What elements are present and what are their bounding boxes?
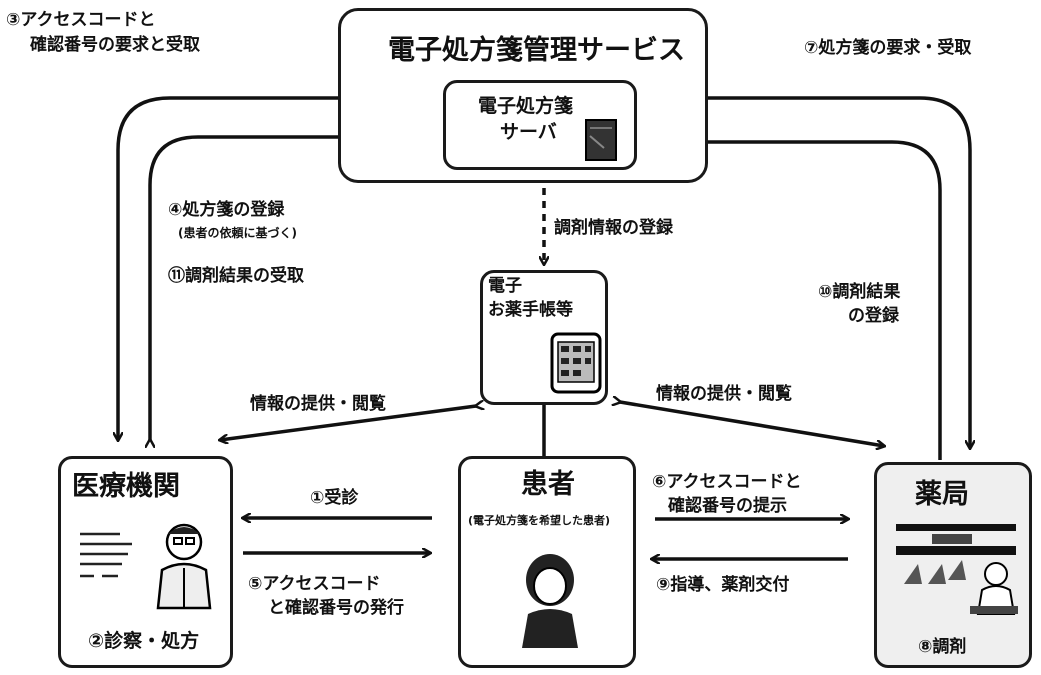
- clinic-caption: ②診察・処方: [88, 630, 200, 652]
- notebook-label-line1: 電子: [488, 276, 522, 296]
- clinic-title: 医療機関: [72, 471, 180, 502]
- server-icon: [585, 119, 617, 161]
- medical-institution-box: [58, 456, 233, 668]
- patient-title: 患者: [521, 469, 575, 500]
- label-access-code-request-line1: ③アクセスコードと: [6, 10, 156, 30]
- label-prescription-registration-line2: (患者の依頼に基づく): [178, 226, 297, 240]
- label-access-code-present-line2: 確認番号の提示: [668, 496, 787, 516]
- patient-illustration: [522, 554, 578, 648]
- arrow-info-right: [620, 402, 884, 446]
- patient-note: (電子処方箋を希望した患者): [468, 514, 611, 527]
- notebook-label-line2: お薬手帳等: [488, 300, 573, 320]
- server-label-line2: サーバ: [500, 121, 557, 143]
- label-dispensing-info-registration: 調剤情報の登録: [554, 218, 673, 238]
- smartphone-icon: [550, 332, 602, 394]
- pharmacy-counter-illustration: [896, 524, 1018, 615]
- label-access-code-issue-line2: と確認番号の発行: [268, 598, 404, 618]
- label-dispensing-result-register-line1: ⑩調剤結果: [818, 282, 901, 302]
- pharmacy-box: [874, 462, 1032, 668]
- label-guidance-drug-delivery: ⑨指導、薬剤交付: [656, 575, 790, 595]
- arrow-clinic-to-server: [150, 137, 437, 440]
- label-info-provide-right: 情報の提供・閲覧: [656, 384, 792, 404]
- label-access-code-request-line2: 確認番号の要求と受取: [30, 35, 200, 55]
- label-consultation: ①受診: [310, 488, 359, 508]
- pharmacy-caption: ⑧調剤: [918, 637, 967, 657]
- label-dispensing-result-register-line2: の登録: [848, 306, 899, 326]
- label-dispensing-result-receive: ⑪調剤結果の受取: [168, 266, 304, 286]
- service-title: 電子処方箋管理サービス: [388, 35, 685, 66]
- server-label-line1: 電子処方箋: [478, 95, 574, 117]
- label-info-provide-left: 情報の提供・閲覧: [250, 394, 386, 414]
- label-access-code-present-line1: ⑥アクセスコードと: [652, 472, 802, 492]
- label-prescription-registration-line1: ④処方箋の登録: [168, 200, 285, 220]
- label-access-code-issue-line1: ⑤アクセスコード: [248, 574, 381, 594]
- doctor-illustration: [80, 523, 212, 610]
- arrow-info-left: [220, 406, 476, 440]
- pharmacy-title: 薬局: [915, 479, 969, 510]
- arrow-server-to-clinic: [118, 96, 432, 440]
- arrow-pharmacy-to-server: [648, 142, 942, 460]
- label-prescription-request: ⑦処方箋の要求・受取: [804, 38, 972, 58]
- arrow-server-to-pharmacy: [647, 98, 970, 448]
